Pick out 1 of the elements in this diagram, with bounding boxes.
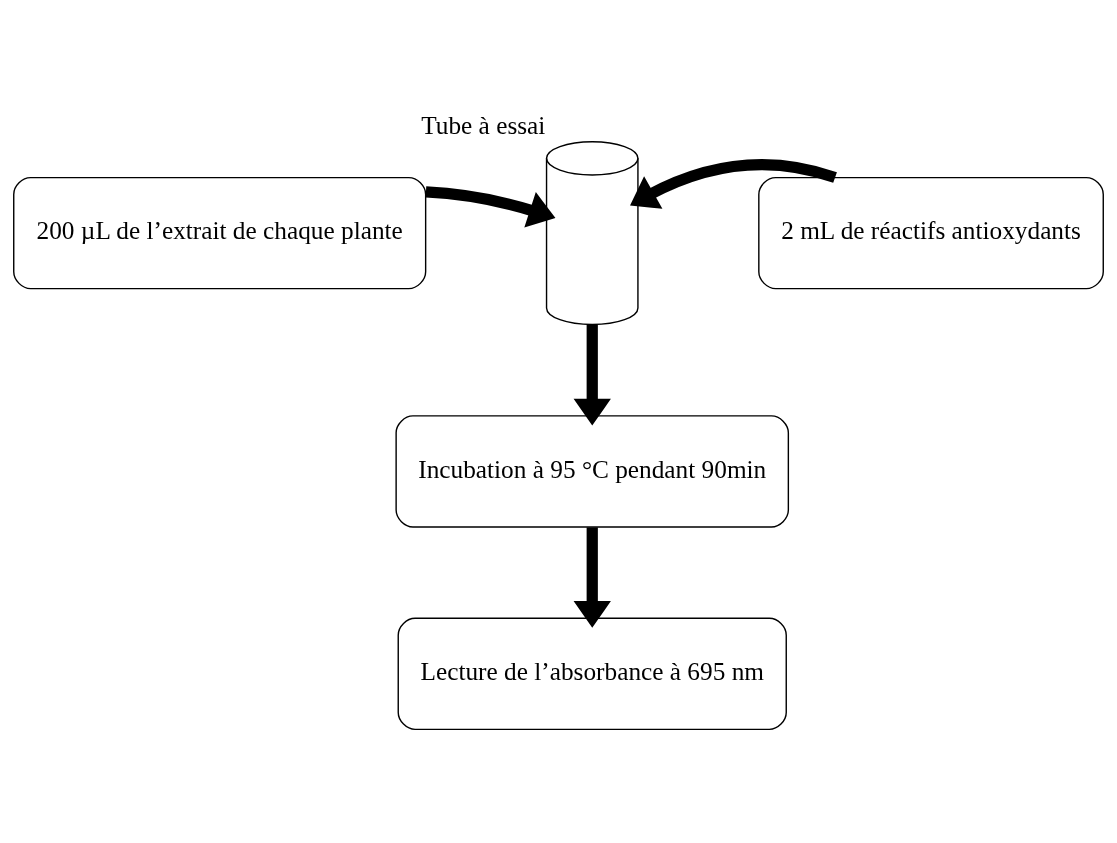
node-label: Tube à essai bbox=[421, 110, 546, 139]
